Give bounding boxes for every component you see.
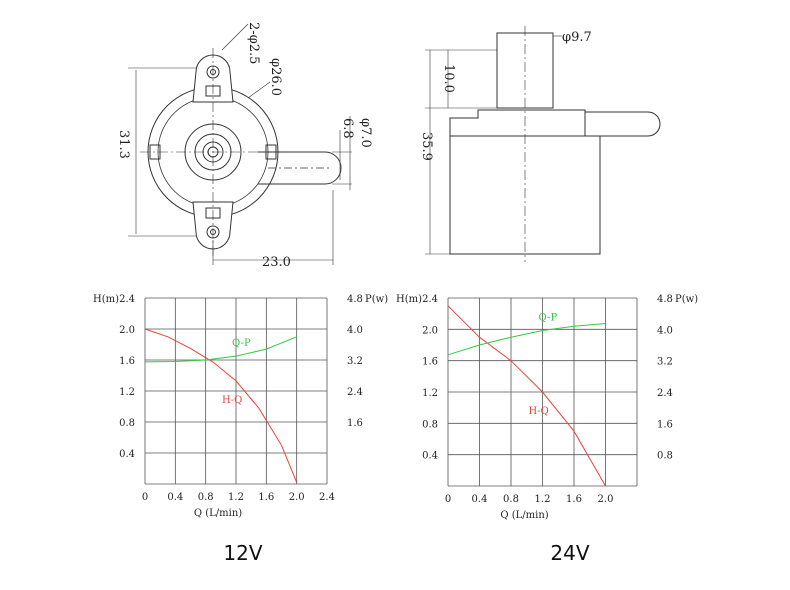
chart-24v: 0 0.4 0.8 1.2 1.6 2.0 0.4 0.8 1.2 1.6 2.0 2.4 0.8 1.6… (396, 294, 698, 521)
y-tick-label: 2.0 (422, 325, 438, 336)
series-line-h-q (447, 305, 606, 487)
y2-tick-label: 2.4 (657, 388, 673, 399)
chart-12v-title: 12V (223, 541, 262, 565)
pump-head (449, 109, 586, 137)
series-line-q-p (144, 336, 297, 363)
top-view-drawing (128, 23, 352, 265)
x-tick-label: 2.0 (289, 492, 305, 503)
inlet-diameter-label: φ9.7 (562, 30, 592, 45)
height-dimension-label: 31.3 (116, 130, 131, 159)
y2-tick-label: 4.8 (347, 294, 363, 305)
total-height-label: 35.9 (419, 132, 434, 161)
y-axis-label: H(m) (93, 294, 119, 305)
y2-tick-label: 4.8 (657, 294, 673, 305)
y2-tick-label: 4.0 (347, 325, 363, 336)
y-tick-label: 1.6 (422, 357, 438, 368)
y2-tick-label: 3.2 (347, 356, 363, 367)
x-tick-label: 0 (142, 492, 148, 503)
outlet-inner-label: 6.8 (340, 118, 355, 139)
y2-tick-label: 1.6 (657, 419, 673, 430)
outlet-pipe (258, 151, 342, 185)
y-tick-label: 0.8 (119, 418, 135, 429)
x-tick-label: 0.4 (472, 494, 488, 505)
series-line-h-q (144, 328, 298, 483)
x-tick-label: 0.4 (167, 492, 183, 503)
x-tick-label: 0.8 (503, 494, 519, 505)
x-tick-label: 0 (445, 494, 451, 505)
width-dimension-label: 23.0 (262, 255, 291, 270)
y2-axis-label: P(w) (675, 294, 698, 305)
y-tick-label: 2.4 (422, 294, 438, 305)
x-tick-label: 2.0 (598, 494, 614, 505)
series-label-q-p: Q-P (539, 313, 558, 324)
series-line-q-p (447, 323, 606, 356)
y-axis-label: H(m) (396, 294, 422, 305)
chart-24v-title: 24V (550, 541, 589, 565)
x-axis-label: Q (L/min) (194, 508, 242, 519)
y2-tick-label: 2.4 (347, 387, 363, 398)
x-axis-label: Q (L/min) (500, 510, 548, 521)
body-diameter-label: φ26.0 (268, 58, 283, 96)
x-tick-label: 1.6 (258, 492, 274, 503)
side-view-drawing (425, 26, 661, 262)
y2-tick-label: 1.6 (347, 418, 363, 429)
y-tick-label: 0.4 (119, 449, 135, 460)
x-tick-label: 1.6 (566, 494, 582, 505)
side-outlet-pipe (585, 111, 661, 137)
y-tick-label: 0.8 (422, 419, 438, 430)
y2-tick-label: 3.2 (657, 357, 673, 368)
y2-tick-label: 4.0 (657, 325, 673, 336)
y-tick-label: 2.4 (119, 294, 135, 305)
x-tick-label: 2.4 (319, 492, 335, 503)
series-label-h-q: H-Q (222, 395, 242, 406)
y-tick-label: 1.2 (119, 387, 135, 398)
x-tick-label: 0.8 (198, 492, 214, 503)
outlet-diameter-label: φ7.0 (358, 118, 373, 148)
y-tick-label: 1.2 (422, 388, 438, 399)
hole-diameter-label: 2-φ2.5 (246, 22, 261, 64)
inlet-length-label: 10.0 (441, 64, 456, 93)
y-tick-label: 1.6 (119, 356, 135, 367)
chart-12v: 0 0.4 0.8 1.2 1.6 2.0 2.4 0.4 0.8 1.2 1.6 2.0 2.4 1.6… (93, 294, 388, 519)
series-label-h-q: H-Q (529, 406, 549, 417)
x-tick-label: 1.2 (228, 492, 244, 503)
y2-tick-label: 0.8 (657, 451, 673, 462)
y2-axis-label: P(w) (365, 294, 388, 305)
x-tick-label: 1.2 (535, 494, 551, 505)
y-tick-label: 0.4 (422, 451, 438, 462)
y-tick-label: 2.0 (119, 325, 135, 336)
series-label-q-p: Q-P (232, 338, 251, 349)
